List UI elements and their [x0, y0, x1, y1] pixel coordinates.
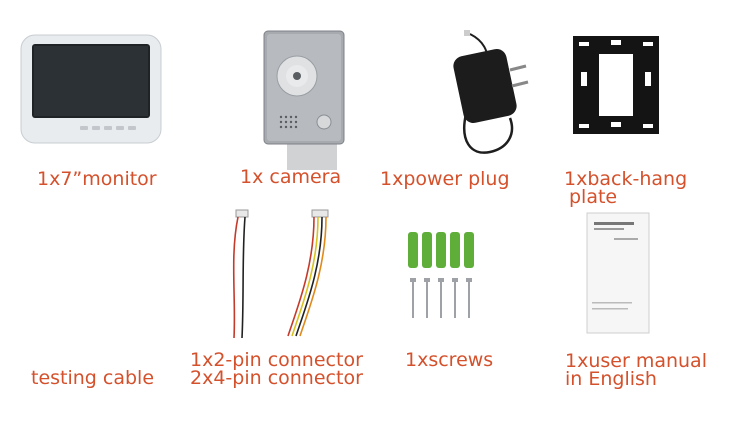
connector-label-line1: 1x2-pin connector: [190, 349, 363, 371]
back-hang-plate-label-line2: plate: [569, 186, 618, 208]
power-plug-label: 1xpower plug: [380, 168, 510, 190]
power-adapter-icon: [453, 30, 529, 154]
manual-label-line1: 1xuser manual: [565, 350, 707, 372]
manual-booklet-icon: [586, 212, 650, 334]
screws-label: 1xscrews: [405, 349, 494, 371]
connector-label-line2: 2x4-pin connector: [190, 367, 363, 389]
back-hang-plate-label-line1: 1xback-hang: [564, 168, 688, 190]
screws-icon: [408, 232, 474, 318]
monitor-icon: [20, 34, 162, 144]
camera-icon: [263, 30, 345, 170]
monitor-label: 1x7”monitor: [37, 168, 157, 190]
connector-wires-icon: [232, 209, 329, 339]
testing-cable-label: testing cable: [31, 367, 155, 389]
bracket-icon: [573, 36, 659, 134]
camera-label: 1x camera: [240, 166, 342, 188]
manual-label-line2: in English: [565, 368, 657, 390]
